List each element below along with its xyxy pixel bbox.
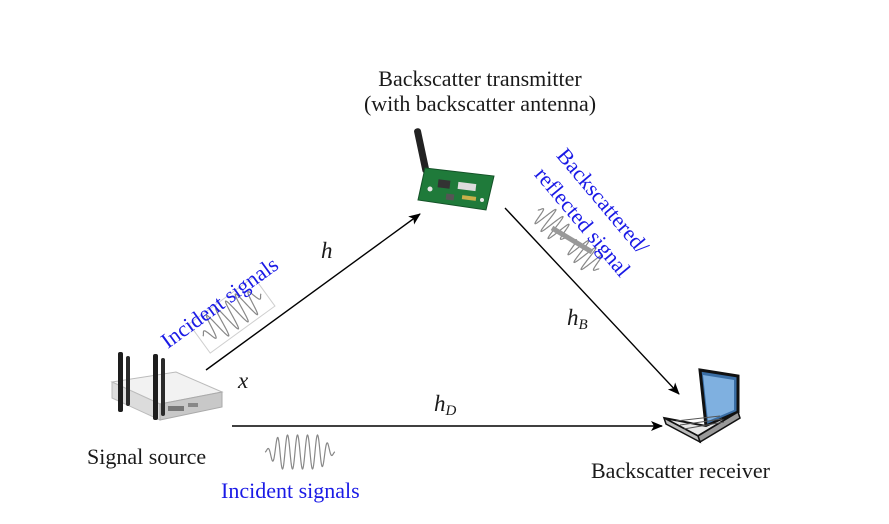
incident-wave-lower <box>264 434 336 470</box>
backscattered-wave-connector <box>550 225 594 255</box>
rfid-tag-board-icon <box>414 128 495 211</box>
channel-hb-sub: B <box>578 317 588 333</box>
laptop-icon <box>662 368 741 444</box>
transmitter-title: Backscatter transmitter <box>378 66 582 91</box>
backscattered-wave-a <box>534 208 570 240</box>
incident-signals-lower-label: Incident signals <box>221 478 360 503</box>
backscattered-wave-b <box>567 239 603 271</box>
transmitter-subtitle: (with backscatter antenna) <box>363 91 597 117</box>
channel-hd-label: hD <box>434 391 456 420</box>
incident-wave-upper <box>188 276 276 354</box>
wireless-router-icon <box>110 352 224 421</box>
channel-hd-sub: D <box>445 403 457 419</box>
transmitter-label: Backscatter transmitter (with backscatte… <box>310 66 650 117</box>
channel-h-label: h <box>321 238 333 263</box>
channel-hb-base: h <box>567 305 579 330</box>
signal-source-label: Signal source <box>87 444 207 469</box>
signal-x-label: x <box>238 368 249 393</box>
channel-hb-label: hB <box>567 305 588 334</box>
arrow-transmitter-to-receiver <box>504 207 680 395</box>
backscatter-receiver-label: Backscatter receiver <box>591 458 770 483</box>
channel-hd-base: h <box>434 391 446 416</box>
arrow-source-to-transmitter <box>205 213 421 371</box>
